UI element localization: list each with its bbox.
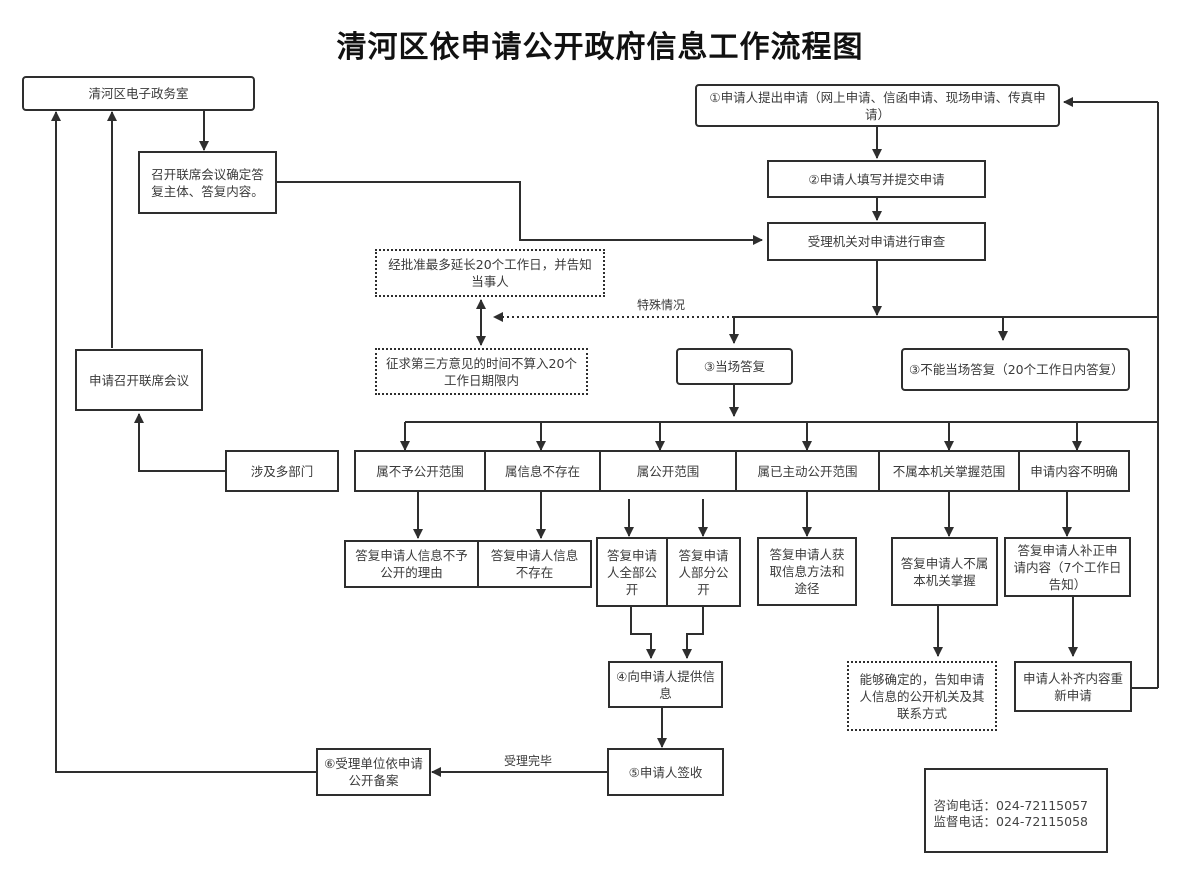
category-not-public-node: 属不予公开范围 — [354, 450, 486, 492]
done-label: 受理完毕 — [504, 754, 553, 768]
answer-not-exist-label: 答复申请人信息不存在 — [490, 548, 579, 580]
category-not-public-label: 属不予公开范围 — [376, 463, 464, 479]
supervise-phone: 监督电话：024-72115058 — [933, 814, 1089, 829]
resubmit-label: 申请人补齐内容重新申请 — [1022, 670, 1123, 703]
category-unclear-label: 申请内容不明确 — [1030, 463, 1118, 479]
answer-full-public-label: 答复申请人全部公开 — [606, 547, 657, 597]
e-gov-office-label: 清河区电子政务室 — [88, 86, 189, 101]
review-node: 受理机关对申请进行审查 — [767, 222, 986, 261]
review-label: 受理机关对申请进行审查 — [807, 234, 946, 249]
step6-label: ⑥受理单位依申请公开备案 — [324, 756, 423, 788]
contact-box: 咨询电话：024-72115057 监督电话：024-72115058 — [924, 768, 1108, 853]
reply-onsite-node: ③当场答复 — [676, 348, 793, 385]
category-not-exist-label: 属信息不存在 — [504, 463, 580, 479]
category-not-exist-node: 属信息不存在 — [484, 450, 601, 492]
arrow-full-to-step4 — [630, 606, 656, 659]
notify-agency-node: 能够确定的，告知申请人信息的公开机关及其联系方式 — [847, 661, 997, 731]
page-title: 清河区依申请公开政府信息工作流程图 — [336, 30, 864, 65]
step4-label: ④向申请人提供信息 — [616, 668, 715, 701]
extend-label: 经批准最多延长20个工作日，并告知当事人 — [388, 257, 592, 289]
category-not-held-node: 不属本机关掌握范围 — [878, 450, 1020, 492]
category-already-public-node: 属已主动公开范围 — [735, 450, 880, 492]
step1-node: ①申请人提出申请（网上申请、信函申请、现场申请、传真申请） — [695, 84, 1060, 127]
answer-not-held-label: 答复申请人不属本机关掌握 — [900, 555, 989, 588]
answer-partial-public-node: 答复申请人部分公开 — [666, 537, 741, 607]
answer-not-held-node: 答复申请人不属本机关掌握 — [891, 537, 998, 606]
e-gov-office-node: 清河区电子政务室 — [22, 76, 255, 111]
apply-joint-meeting-node: 申请召开联席会议 — [75, 349, 203, 411]
multi-dept-node: 涉及多部门 — [225, 450, 339, 492]
multi-dept-label: 涉及多部门 — [250, 463, 314, 479]
category-public-node: 属公开范围 — [599, 450, 737, 492]
apply-joint-meeting-label: 申请召开联席会议 — [88, 372, 189, 388]
joint-meeting-label: 召开联席会议确定答复主体、答复内容。 — [151, 166, 264, 199]
answer-not-public-node: 答复申请人信息不予公开的理由 — [344, 540, 479, 588]
reply-later-node: ③不能当场答复（20个工作日内答复） — [901, 348, 1130, 391]
step5-label: ⑤申请人签收 — [628, 764, 703, 780]
step2-label: ②申请人填写并提交申请 — [808, 171, 945, 187]
answer-method-label: 答复申请人获取信息方法和途径 — [769, 547, 845, 596]
answer-correct-node: 答复申请人补正申请内容（7个工作日告知） — [1004, 537, 1131, 597]
step6-node: ⑥受理单位依申请公开备案 — [316, 748, 431, 796]
step2-node: ②申请人填写并提交申请 — [767, 160, 986, 198]
answer-correct-label: 答复申请人补正申请内容（7个工作日告知） — [1013, 542, 1122, 592]
resubmit-node: 申请人补齐内容重新申请 — [1014, 661, 1132, 712]
category-already-public-label: 属已主动公开范围 — [757, 463, 858, 479]
step1-label: ①申请人提出申请（网上申请、信函申请、现场申请、传真申请） — [709, 89, 1046, 122]
reply-later-label: ③不能当场答复（20个工作日内答复） — [909, 362, 1124, 377]
category-not-held-label: 不属本机关掌握范围 — [892, 463, 1006, 479]
extend-node: 经批准最多延长20个工作日，并告知当事人 — [375, 249, 605, 297]
joint-meeting-node: 召开联席会议确定答复主体、答复内容。 — [138, 151, 277, 214]
arrow-meeting-to-review — [276, 181, 763, 245]
answer-full-public-node: 答复申请人全部公开 — [596, 537, 668, 607]
consult-phone: 咨询电话：024-72115057 — [933, 798, 1089, 813]
notify-agency-label: 能够确定的，告知申请人信息的公开机关及其联系方式 — [859, 671, 985, 721]
category-public-label: 属公开范围 — [636, 463, 700, 479]
reply-onsite-label: ③当场答复 — [703, 359, 766, 374]
arrow-partial-to-step4 — [682, 606, 704, 659]
step4-node: ④向申请人提供信息 — [608, 661, 723, 708]
answer-partial-public-label: 答复申请人部分公开 — [678, 547, 729, 597]
arrow-step6-to-egov — [51, 111, 317, 773]
category-unclear-node: 申请内容不明确 — [1018, 450, 1130, 492]
third-party-node: 征求第三方意见的时间不算入20个工作日期限内 — [375, 348, 588, 395]
special-case-label: 特殊情况 — [637, 298, 686, 312]
third-party-label: 征求第三方意见的时间不算入20个工作日期限内 — [386, 355, 577, 388]
answer-not-exist-node: 答复申请人信息不存在 — [477, 540, 592, 588]
answer-method-node: 答复申请人获取信息方法和途径 — [757, 537, 857, 606]
arrow-multi-to-apply — [134, 413, 225, 472]
answer-not-public-label: 答复申请人信息不予公开的理由 — [355, 548, 468, 580]
step5-node: ⑤申请人签收 — [607, 748, 724, 796]
